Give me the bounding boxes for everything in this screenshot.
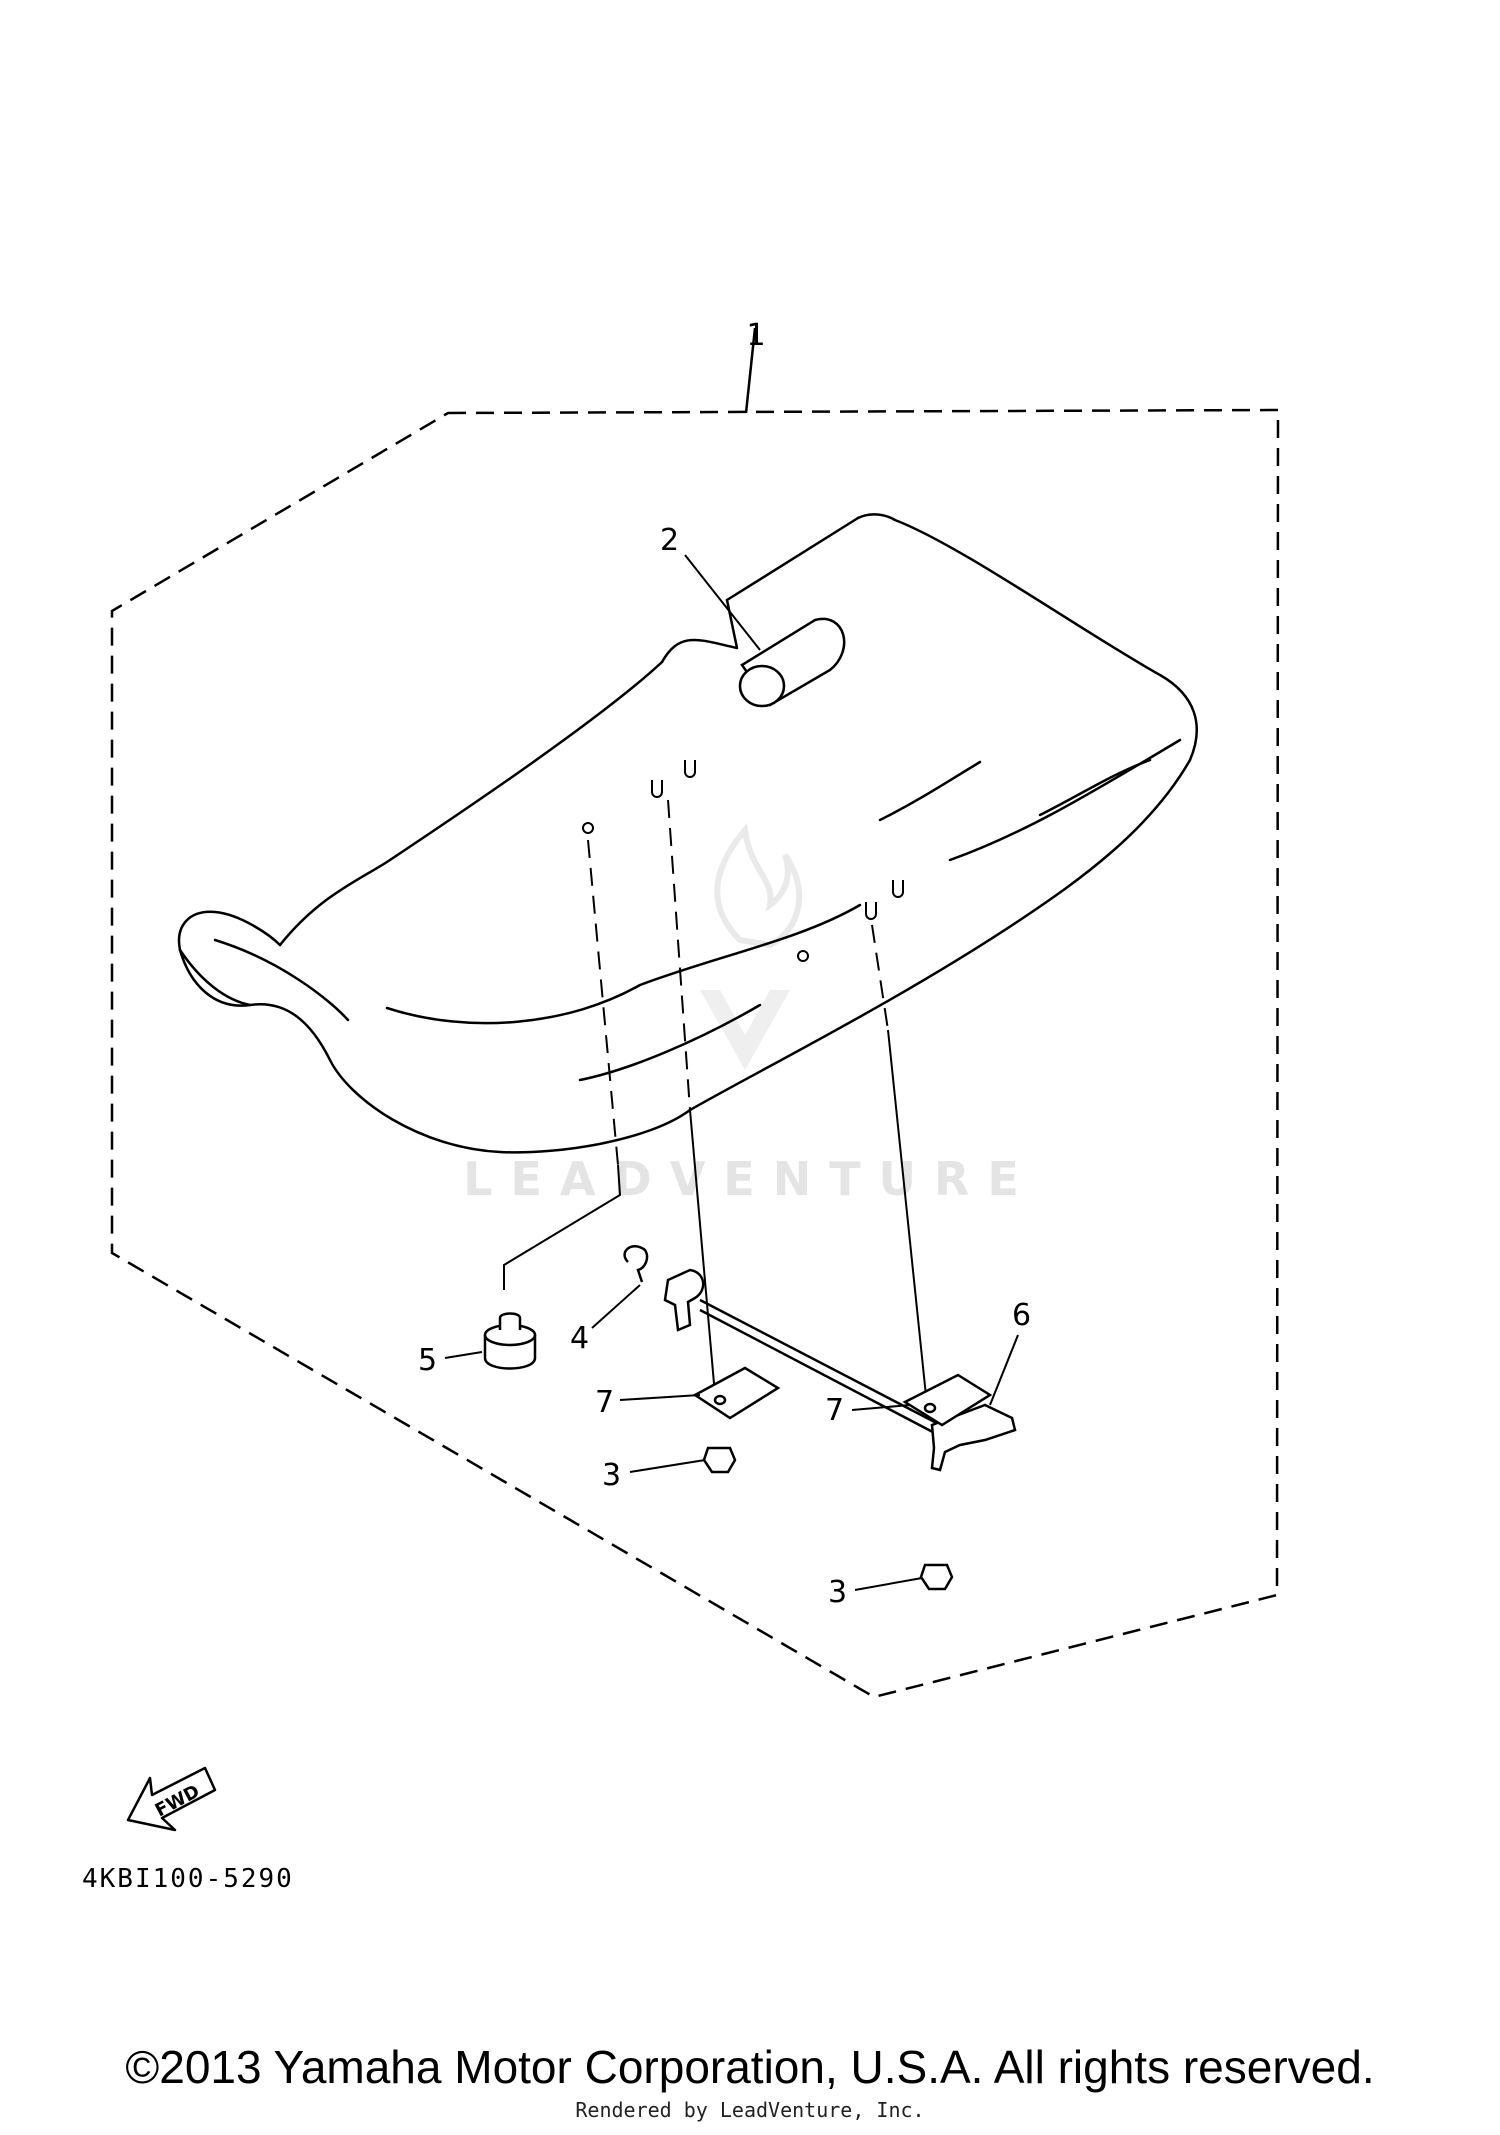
seat-assembly	[177, 513, 1198, 1154]
leader-3-upper	[629, 1459, 706, 1473]
watermark-text: LEADVENTURE	[463, 1152, 1037, 1206]
callout-5: 5	[418, 1343, 437, 1378]
leader-7-lower	[851, 1404, 911, 1411]
leader-5	[444, 1351, 483, 1359]
fwd-arrow-icon: FWD	[126, 1766, 217, 1832]
cylinder-boss	[738, 617, 846, 708]
watermark-logo	[700, 822, 803, 1070]
spring-clip	[623, 1245, 649, 1283]
copyright-notice: ©2013 Yamaha Motor Corporation, U.S.A. A…	[125, 2041, 1375, 2093]
callout-2: 2	[660, 523, 679, 558]
callout-7-lower: 7	[825, 1393, 844, 1428]
nut-lower	[919, 1563, 954, 1591]
leader-1	[744, 327, 757, 414]
leader-7-upper	[619, 1394, 701, 1401]
nut-upper	[702, 1446, 737, 1474]
callout-3-upper: 3	[602, 1458, 621, 1493]
seat-studs	[582, 760, 904, 962]
callout-3-lower: 3	[828, 1575, 847, 1610]
assembly-boundary	[110, 408, 1280, 1699]
leader-6	[989, 1334, 1019, 1406]
part-code: 4KBI100-5290	[82, 1864, 294, 1894]
bracket-lower	[902, 1373, 993, 1427]
callout-6: 6	[1012, 1298, 1031, 1333]
seat-lock-rod	[663, 1268, 1017, 1472]
leader-2	[684, 554, 761, 651]
fastener-axes	[503, 799, 929, 1416]
callout-7-upper: 7	[595, 1385, 614, 1420]
callout-1: 1	[746, 318, 765, 353]
damper	[483, 1312, 537, 1370]
rendered-by-notice: Rendered by LeadVenture, Inc.	[575, 2098, 925, 2122]
bracket-upper	[692, 1366, 781, 1420]
callout-4: 4	[570, 1321, 589, 1356]
leader-3-lower	[854, 1577, 923, 1591]
leader-4	[591, 1284, 641, 1329]
